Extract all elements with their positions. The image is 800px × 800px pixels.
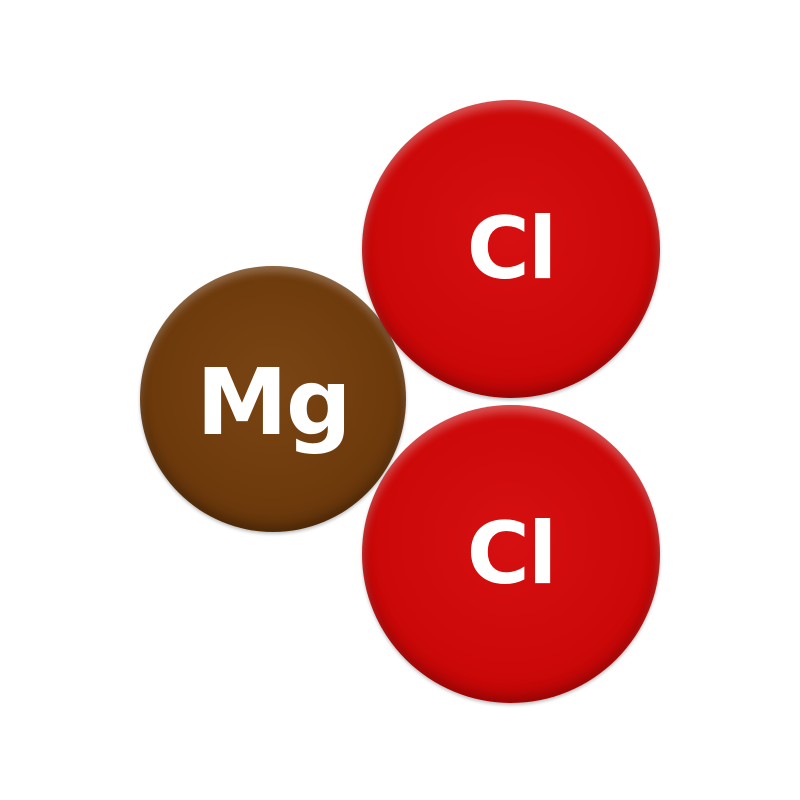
atom-chlorine-top-label: Cl: [466, 199, 558, 299]
atom-chlorine-top: Cl: [362, 100, 660, 398]
atom-magnesium: Mg: [140, 266, 406, 532]
atom-chlorine-bottom: Cl: [362, 405, 660, 703]
atom-magnesium-label: Mg: [196, 349, 351, 456]
atom-chlorine-bottom-label: Cl: [466, 504, 558, 604]
